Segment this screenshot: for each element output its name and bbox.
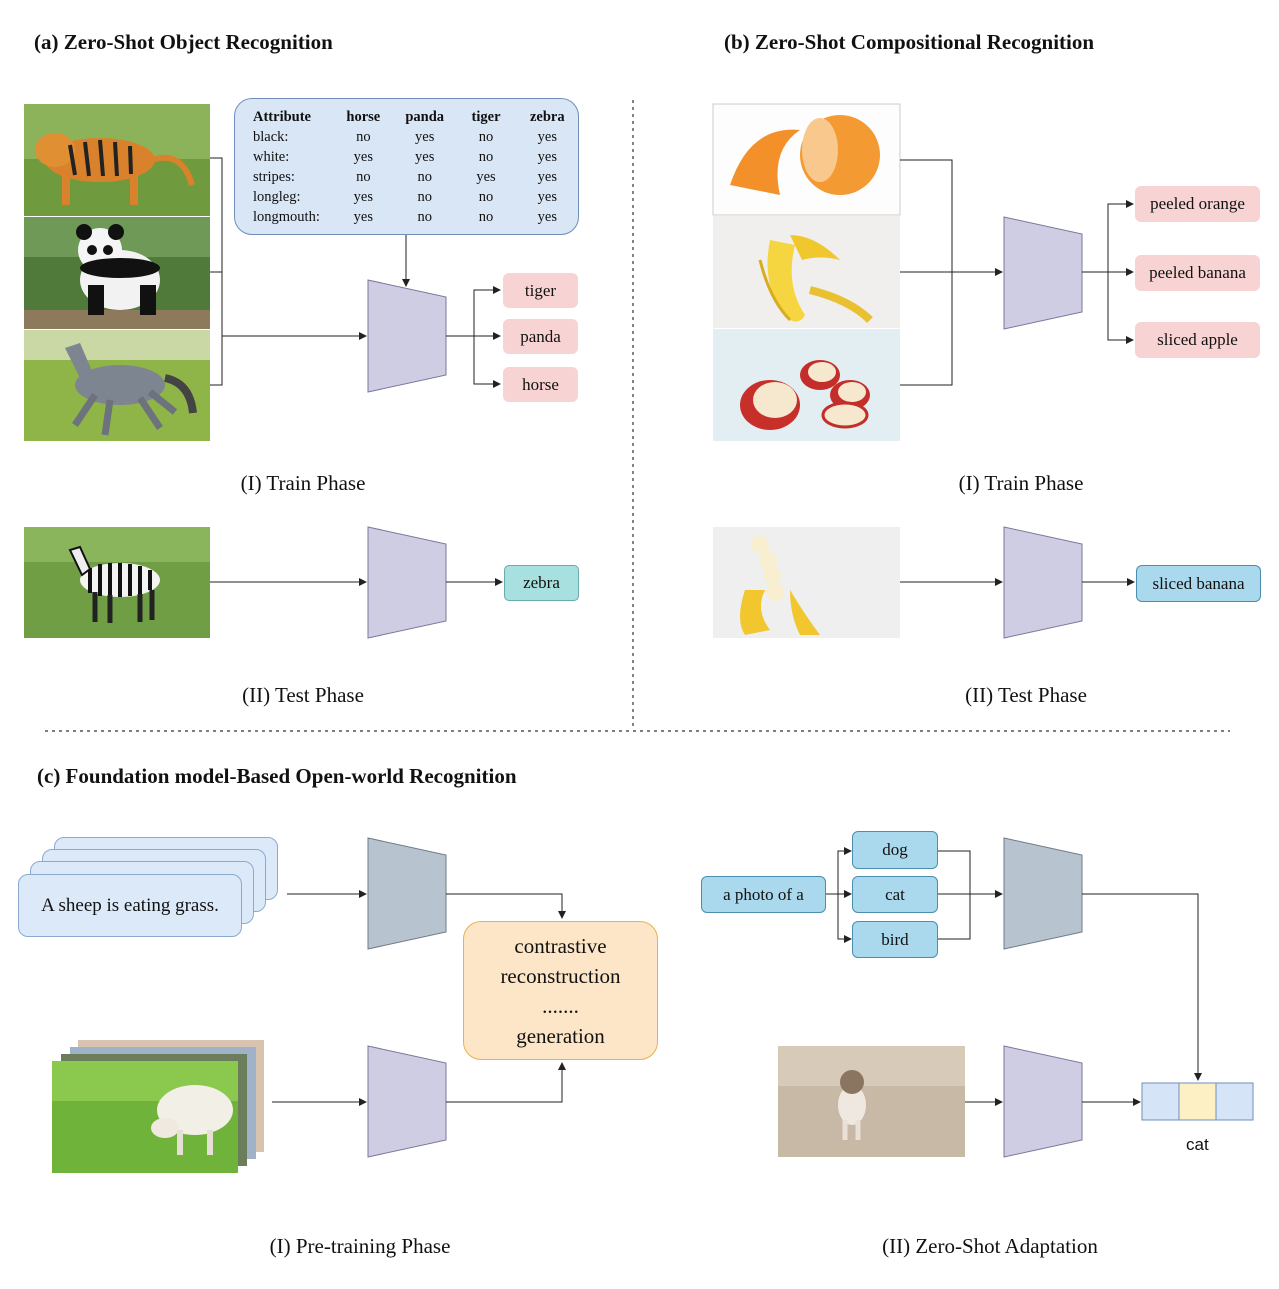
attr-cell: yes (353, 149, 373, 165)
score-cell-cat (1178, 1082, 1217, 1121)
attr-cell: no (478, 189, 494, 205)
label-sliced-apple: sliced apple (1135, 322, 1260, 358)
phase-b-test: (II) Test Phase (965, 683, 1087, 707)
orange-image (712, 103, 901, 216)
attr-cell: yes (537, 189, 557, 205)
banana-image (713, 216, 900, 328)
attr-row: longmouth: yes no no yes (253, 207, 578, 227)
attr-cell: longmouth: (253, 209, 320, 225)
c-adapt-text-encoder (1003, 837, 1083, 950)
attr-cell: no (356, 129, 371, 145)
score-cell-dog (1141, 1082, 1180, 1121)
attr-cell: yes (476, 169, 496, 185)
attr-row: black: no yes no yes (253, 127, 578, 147)
label-panda: panda (503, 319, 578, 354)
attr-row: white: yes yes no yes (253, 147, 578, 167)
attr-cell: no (478, 129, 494, 145)
zebra-image (24, 527, 210, 638)
class-bird: bird (852, 921, 938, 958)
attr-row: stripes: no no yes yes (253, 167, 578, 187)
attr-cell: white: (253, 149, 290, 165)
a-test-encoder (367, 526, 447, 639)
attr-cell: longleg: (253, 189, 301, 205)
attr-cell: yes (415, 129, 435, 145)
b-train-encoder (1003, 216, 1083, 330)
attr-cell: stripes: (253, 169, 295, 185)
a-train-encoder (367, 279, 447, 393)
pretraining-objectives-box: contrastive reconstruction ....... gener… (463, 921, 658, 1060)
attr-cell: black: (253, 129, 289, 145)
attr-header-0: Attribute (253, 109, 311, 125)
attr-cell: no (417, 209, 432, 225)
panda-image (24, 217, 210, 329)
b-test-encoder (1003, 526, 1083, 639)
class-dog: dog (852, 831, 938, 869)
label-peeled-banana: peeled banana (1135, 255, 1260, 291)
c-text-encoder (367, 837, 447, 950)
tiger-image (24, 104, 210, 216)
phase-c-adapt: (II) Zero-Shot Adaptation (882, 1234, 1098, 1258)
attribute-table-box: Attribute horse panda tiger zebra black:… (234, 98, 579, 235)
objective-generation: generation (516, 1023, 605, 1048)
sliced-banana-image (713, 527, 900, 638)
phase-c-pretrain: (I) Pre-training Phase (269, 1234, 451, 1258)
horse-image (24, 330, 210, 441)
title-b: (b) Zero-Shot Compositional Recognition (724, 30, 1095, 54)
attr-cell: yes (415, 149, 435, 165)
label-horse: horse (503, 367, 578, 402)
c-adapt-image-encoder (1003, 1045, 1083, 1158)
class-cat: cat (852, 876, 938, 913)
kitten-image (778, 1046, 965, 1157)
phase-b-train: (I) Train Phase (958, 471, 1084, 495)
title-c: (c) Foundation model-Based Open-world Re… (37, 764, 517, 788)
phase-a-test: (II) Test Phase (242, 683, 364, 707)
title-a: (a) Zero-Shot Object Recognition (34, 30, 333, 54)
label-sliced-banana: sliced banana (1136, 565, 1261, 602)
attr-cell: no (417, 189, 432, 205)
label-zebra: zebra (504, 565, 579, 601)
sentence-card: A sheep is eating grass. (18, 874, 242, 937)
apple-image (713, 329, 900, 441)
attr-cell: yes (537, 149, 557, 165)
attr-cell: no (478, 149, 494, 165)
attr-cell: yes (537, 169, 557, 185)
attr-cell: yes (537, 209, 557, 225)
attr-cell: no (417, 169, 432, 185)
attr-cell: yes (353, 189, 373, 205)
attr-cell: no (356, 169, 371, 185)
label-tiger: tiger (503, 273, 578, 308)
phase-a-train: (I) Train Phase (240, 471, 366, 495)
attr-header-4: zebra (530, 109, 565, 125)
attr-cell: yes (537, 129, 557, 145)
sheep-image-stack (52, 1040, 264, 1173)
prompt-box: a photo of a (701, 876, 826, 913)
score-cell-bird (1215, 1082, 1254, 1121)
attr-cell: no (478, 209, 494, 225)
attr-header-1: horse (346, 109, 381, 125)
attr-header-2: panda (405, 109, 445, 125)
attr-cell: yes (353, 209, 373, 225)
attr-header-3: tiger (471, 109, 501, 125)
objective-contrastive: contrastive (514, 933, 607, 958)
attribute-table: Attribute horse panda tiger zebra black:… (253, 107, 578, 227)
result-label: cat (1186, 1135, 1209, 1154)
attr-row: longleg: yes no no yes (253, 187, 578, 207)
label-peeled-orange: peeled orange (1135, 186, 1260, 222)
c-image-encoder (367, 1045, 447, 1158)
objective-ellipsis: ....... (542, 993, 579, 1018)
objective-reconstruction: reconstruction (500, 963, 621, 988)
